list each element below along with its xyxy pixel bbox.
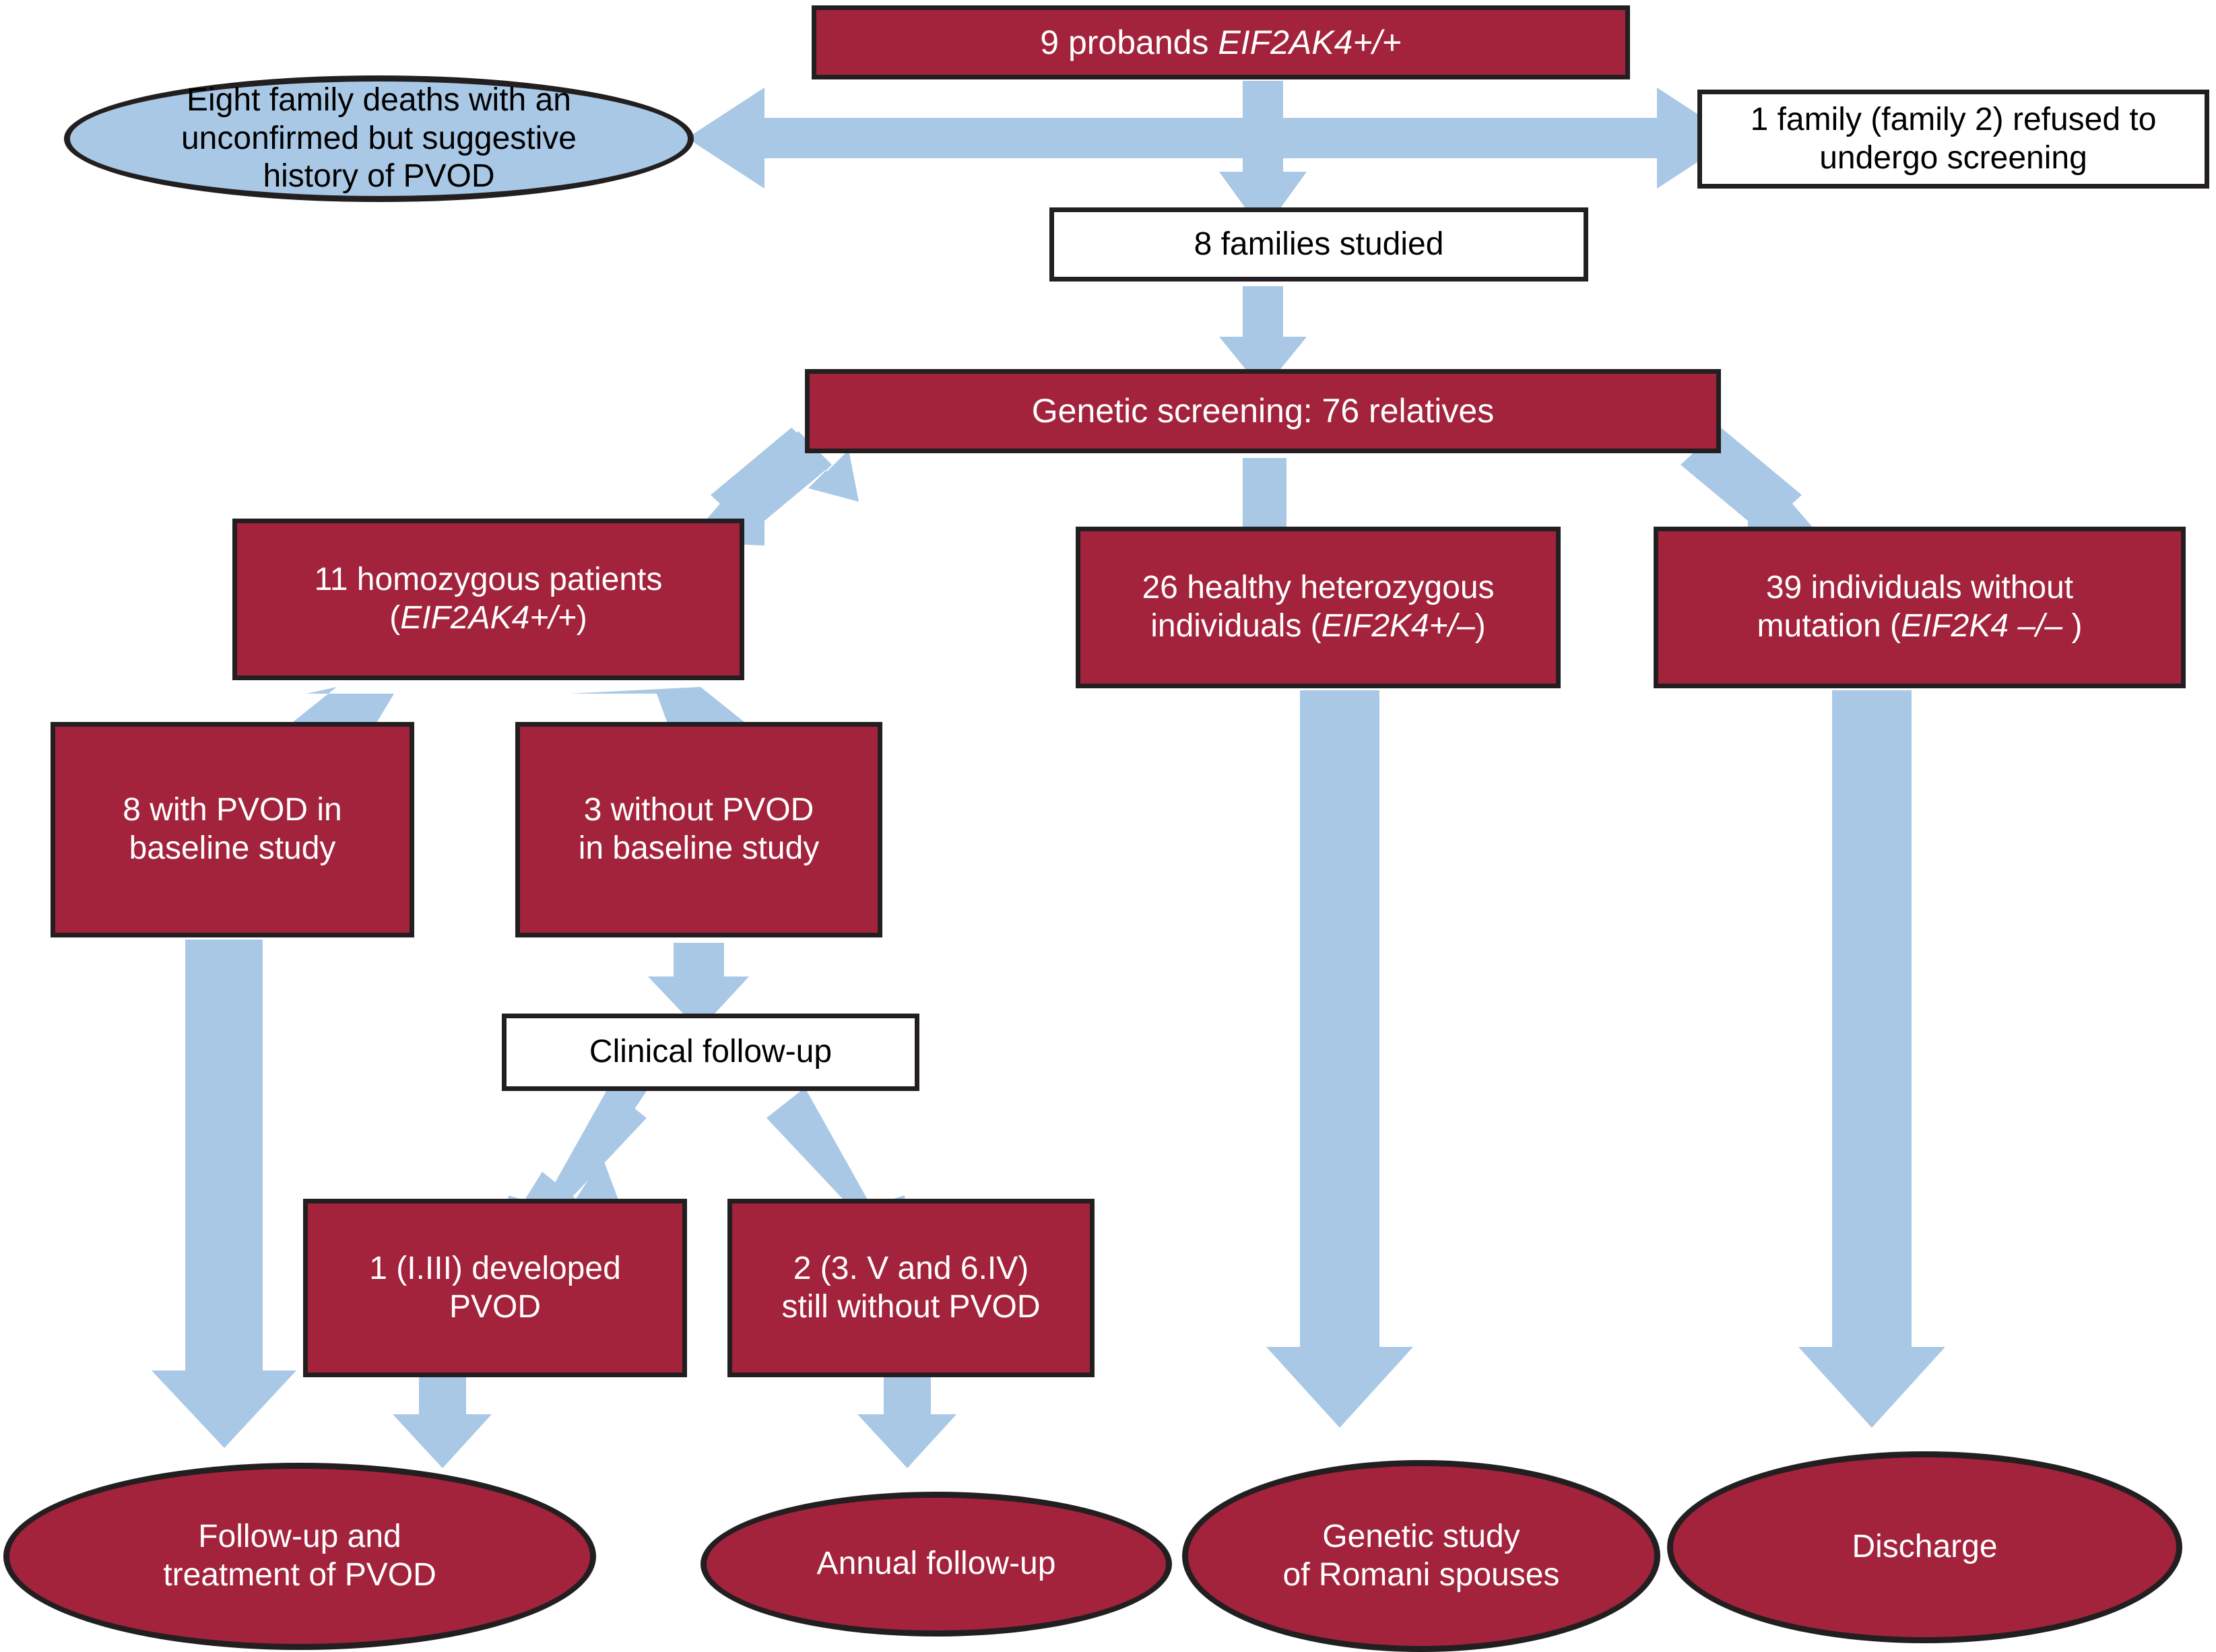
node-families-studied[interactable]: 8 families studied [1049,207,1588,282]
node-annual-followup[interactable]: Annual follow-up [700,1492,1172,1637]
node-families-studied-label: 8 families studied [1194,226,1444,262]
node-genetic-screening-label: Genetic screening: 76 relatives [1031,392,1495,430]
node-with-pvod[interactable]: 8 with PVOD in baseline study [51,722,414,937]
node-clinical-followup[interactable]: Clinical follow-up [502,1014,919,1091]
node-annual-followup-label: Annual follow-up [816,1546,1056,1582]
node-no-mutation-label: 39 individuals without mutation (EIF2K4 … [1757,570,2083,644]
node-romani-spouses-label: Genetic study of Romani spouses [1282,1518,1560,1593]
arrow-nomutation-to-discharge [1798,690,1945,1428]
node-family-refused[interactable]: 1 family (family 2) refused to undergo s… [1697,90,2209,189]
node-homozygous[interactable]: 11 homozygous patients (EIF2AK4+/+) [232,519,744,680]
node-family-refused-label: 1 family (family 2) refused to undergo s… [1750,101,2157,176]
node-followup-treatment-label: Follow-up and treatment of PVOD [163,1519,436,1593]
node-heterozygous[interactable]: 26 healthy heterozygous individuals (EIF… [1076,527,1561,688]
node-without-pvod[interactable]: 3 without PVOD in baseline study [515,722,882,937]
node-without-pvod-label: 3 without PVOD in baseline study [578,792,820,866]
node-genetic-screening[interactable]: Genetic screening: 76 relatives [805,369,1721,453]
node-still-without-pvod[interactable]: 2 (3. V and 6.IV) still without PVOD [727,1199,1095,1377]
node-still-without-pvod-label: 2 (3. V and 6.IV) still without PVOD [781,1250,1041,1325]
node-discharge-label: Discharge [1852,1529,1998,1565]
node-followup-treatment[interactable]: Follow-up and treatment of PVOD [3,1463,596,1650]
node-developed-pvod-label: 1 (I.III) developed PVOD [369,1250,621,1325]
node-family-deaths-label: Eight family deaths with an unconfirmed … [181,82,577,195]
node-heterozygous-label: 26 healthy heterozygous individuals (EIF… [1142,570,1495,644]
arrow-heterozygous-to-romani [1266,690,1413,1428]
node-family-deaths[interactable]: Eight family deaths with an unconfirmed … [64,75,694,202]
node-probands[interactable]: 9 probands EIF2AK4+/+ [812,5,1630,79]
node-discharge[interactable]: Discharge [1667,1451,2182,1643]
arrow-stillwithout-to-annual [857,1377,956,1468]
node-with-pvod-label: 8 with PVOD in baseline study [123,792,342,866]
arrow-bidirectional-top [687,88,1734,189]
arrow-withpvod-to-treatment [152,939,296,1448]
node-romani-spouses[interactable]: Genetic study of Romani spouses [1182,1460,1660,1652]
node-no-mutation[interactable]: 39 individuals without mutation (EIF2K4 … [1654,527,2186,688]
node-probands-label: 9 probands EIF2AK4+/+ [1040,23,1402,61]
arrow-developed-to-treatment [393,1377,492,1468]
node-developed-pvod[interactable]: 1 (I.III) developed PVOD [303,1199,687,1377]
node-clinical-followup-label: Clinical follow-up [589,1034,833,1070]
node-homozygous-label: 11 homozygous patients (EIF2AK4+/+) [314,562,663,636]
